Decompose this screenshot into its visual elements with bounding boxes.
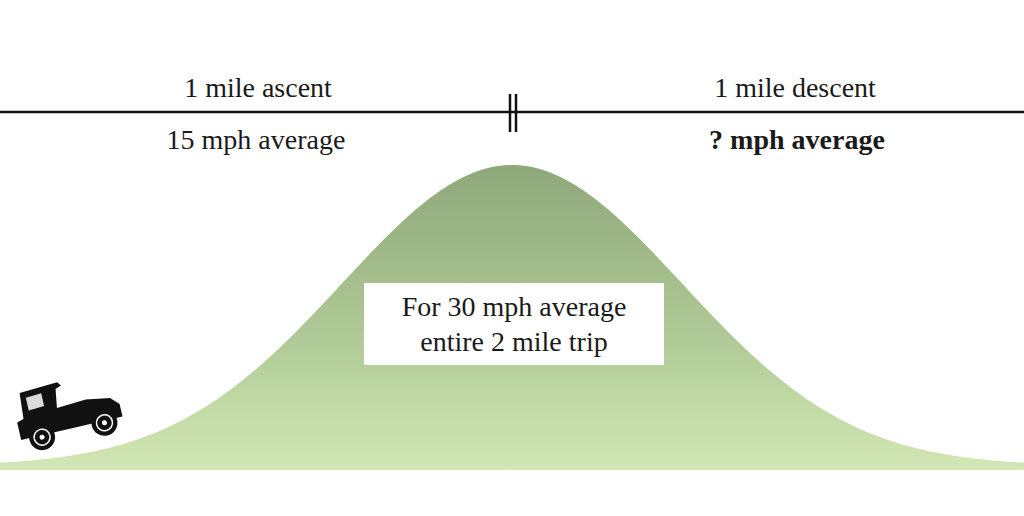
car-hub: [101, 420, 107, 426]
distance-label: 1 mile ascent: [184, 71, 332, 105]
distance-line: [0, 111, 1024, 114]
car-wheel: [89, 407, 120, 438]
car-wheel: [27, 422, 58, 453]
distance-label: 1 mile descent: [714, 71, 876, 105]
note-box: For 30 mph average entire 2 mile trip: [364, 283, 664, 365]
note-text: For 30 mph average entire 2 mile trip: [374, 289, 654, 359]
car-silhouette: [10, 370, 126, 455]
car-body: [10, 370, 122, 440]
car-wheel-rim: [33, 428, 52, 447]
car-window: [26, 393, 45, 410]
distance-label: 15 mph average: [167, 123, 346, 157]
car-wheel-rim: [95, 413, 114, 432]
midpoint-tick: [515, 94, 518, 132]
hill-shape: [0, 165, 1024, 470]
distance-label: ? mph average: [709, 123, 885, 157]
car-hub: [39, 434, 45, 440]
midpoint-tick: [509, 94, 512, 132]
